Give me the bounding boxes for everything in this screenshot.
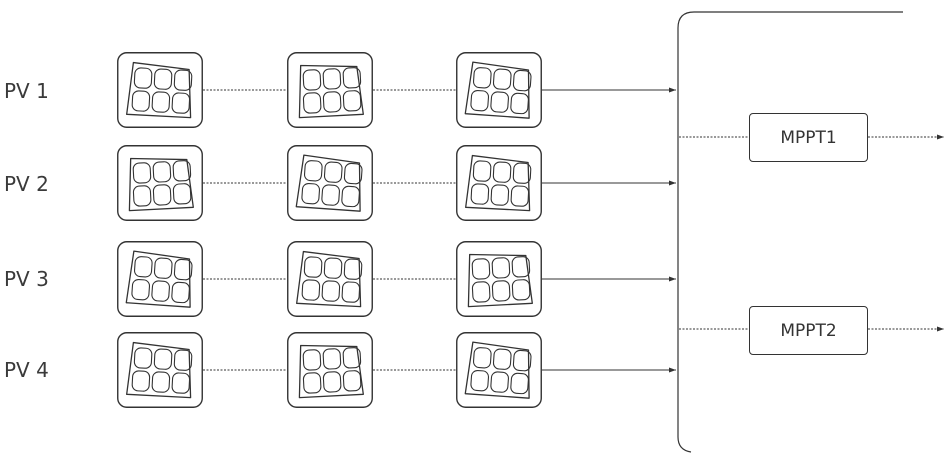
solar-panel-icon: [287, 241, 373, 317]
solar-panel-icon: [456, 241, 542, 317]
mppt-connections: [679, 134, 944, 332]
solar-panel-icon: [117, 52, 203, 128]
pv-strings: [117, 52, 676, 408]
solar-panel-icon: [287, 52, 373, 128]
mppt1-label: MPPT1: [780, 127, 837, 148]
pv-string-2: [117, 145, 676, 221]
solar-panel-icon: [456, 52, 542, 128]
solar-panel-icon: [287, 145, 373, 221]
pv-string-4: [117, 332, 676, 408]
pv-string-3: [117, 241, 676, 317]
mppt2-box: MPPT2: [749, 306, 868, 355]
pv-string-label-2: PV 2: [4, 172, 49, 196]
pv-string-label-3: PV 3: [4, 267, 49, 291]
solar-panel-icon: [117, 241, 203, 317]
solar-panel-icon: [117, 332, 203, 408]
mppt1-box: MPPT1: [749, 113, 868, 162]
pv-string-label-4: PV 4: [4, 358, 49, 382]
solar-panel-icon: [287, 332, 373, 408]
pv-string-1: [117, 52, 676, 128]
pv-string-label-1: PV 1: [4, 79, 49, 103]
solar-panel-icon: [456, 332, 542, 408]
mppt2-label: MPPT2: [780, 320, 837, 341]
inverter-enclosure: [677, 11, 903, 453]
solar-panel-icon: [456, 145, 542, 221]
solar-panel-icon: [117, 145, 203, 221]
